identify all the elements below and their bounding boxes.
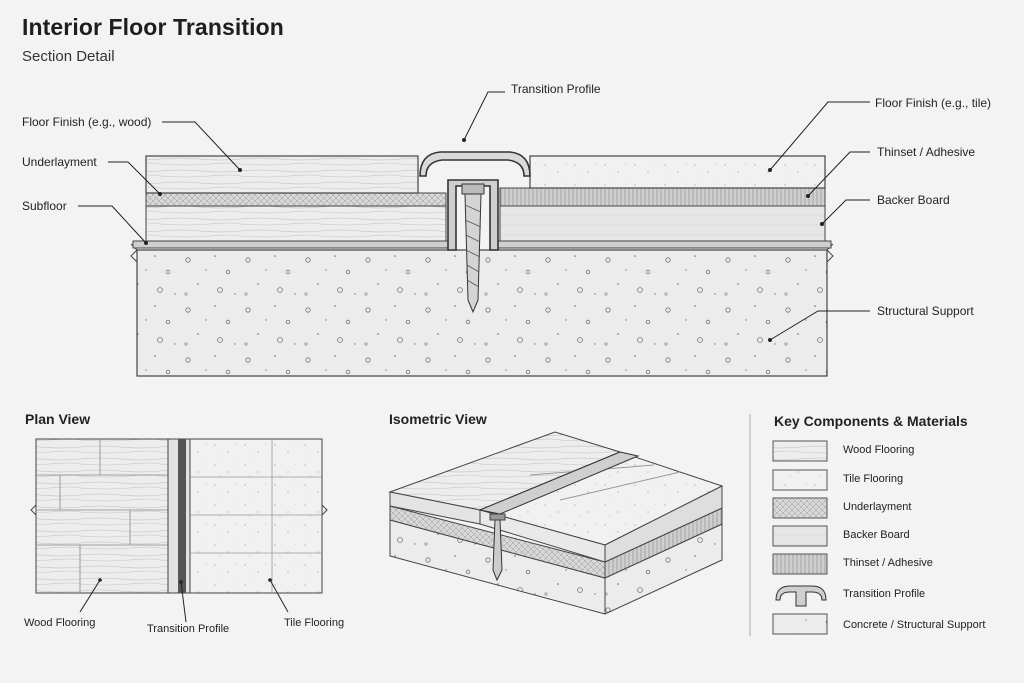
screw xyxy=(461,183,485,314)
key-label-concrete: Concrete / Structural Support xyxy=(843,619,986,631)
key-label-backer: Backer Board xyxy=(843,529,910,541)
swatch-profile xyxy=(775,585,827,607)
label-transition-profile: Transition Profile xyxy=(511,82,601,96)
label-floor-finish-tile: Floor Finish (e.g., tile) xyxy=(875,96,992,110)
swatch-tile xyxy=(772,469,828,491)
key-label-underlayment: Underlayment xyxy=(843,501,912,513)
thinset-layer xyxy=(499,187,826,207)
plan-view-drawing xyxy=(30,438,328,623)
subfloor-layer xyxy=(145,205,447,242)
key-label-thinset: Thinset / Adhesive xyxy=(843,557,933,569)
page-title: Interior Floor Transition xyxy=(22,14,284,40)
isometric-view-drawing xyxy=(388,431,724,615)
tile-floor-finish xyxy=(529,155,826,189)
plan-label-wood: Wood Flooring xyxy=(24,617,96,629)
leader-lines xyxy=(78,91,870,341)
underlayment-layer xyxy=(145,192,447,207)
transition-profile xyxy=(419,151,531,251)
swatch-thinset xyxy=(772,553,828,575)
subfloor-right xyxy=(496,240,832,249)
isometric-view-heading: Isometric View xyxy=(389,411,487,427)
label-underlayment: Underlayment xyxy=(22,155,97,169)
plan-label-profile: Transition Profile xyxy=(147,623,230,635)
structural-slab xyxy=(130,243,834,377)
key-label-profile: Transition Profile xyxy=(843,588,926,600)
swatch-concrete xyxy=(772,613,828,635)
label-structural-support: Structural Support xyxy=(877,304,974,318)
swatch-wood xyxy=(772,440,828,462)
key-label-wood: Wood Flooring xyxy=(843,444,915,456)
key-label-tile: Tile Flooring xyxy=(843,473,904,485)
key-swatches xyxy=(772,440,828,635)
page-subtitle: Section Detail xyxy=(22,48,115,65)
swatch-underlayment xyxy=(772,497,828,519)
plan-label-tile: Tile Flooring xyxy=(284,617,345,629)
label-backer-board: Backer Board xyxy=(877,193,950,207)
label-subfloor: Subfloor xyxy=(22,199,67,213)
backer-board-layer xyxy=(499,205,826,242)
label-floor-finish-wood: Floor Finish (e.g., wood) xyxy=(22,115,152,129)
plan-view-heading: Plan View xyxy=(25,411,91,427)
key-heading: Key Components & Materials xyxy=(774,413,968,429)
leader-dots xyxy=(144,138,824,342)
subfloor-left xyxy=(132,240,450,249)
label-thinset: Thinset / Adhesive xyxy=(877,145,976,159)
swatch-backer xyxy=(772,525,828,547)
wood-floor-finish xyxy=(145,155,419,194)
